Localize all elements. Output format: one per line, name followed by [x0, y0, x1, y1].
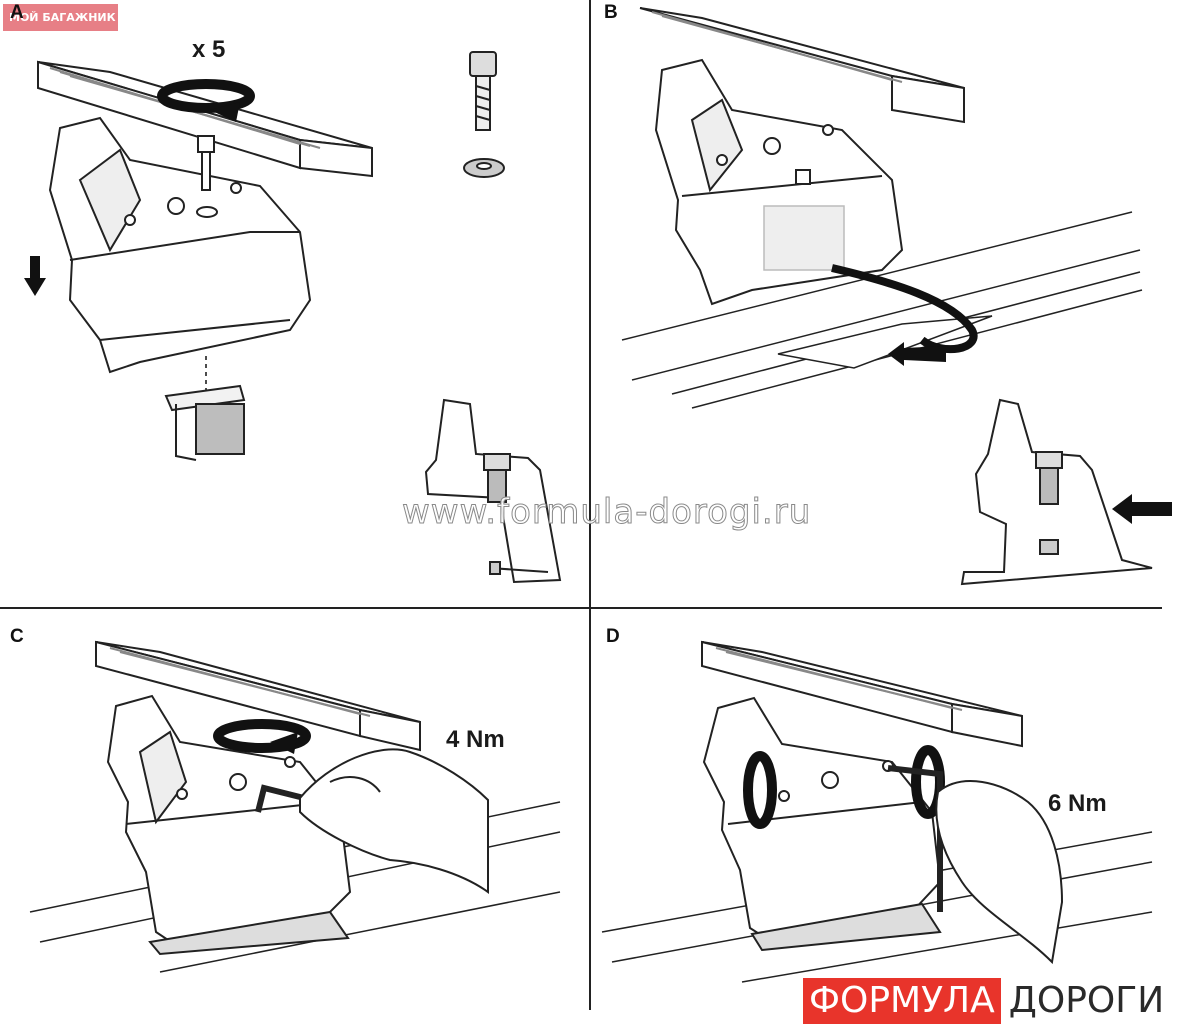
spare-bolt: [469, 51, 497, 131]
panel-c-illustration: [29, 640, 561, 973]
foot-body: [48, 116, 312, 374]
panel-d: D 6 Nm: [592, 612, 1188, 1024]
hand: [299, 748, 489, 894]
roof-bar: [639, 7, 965, 124]
panel-b-letter: B: [604, 2, 618, 23]
hex-key: [887, 765, 943, 912]
horizontal-divider: [0, 607, 1162, 609]
strap: [831, 264, 978, 354]
rotation-arrow-icon: [157, 79, 255, 122]
push-arrow-icon: [1112, 494, 1172, 524]
brand-logo: ФОРМУЛА ДОРОГИ: [803, 978, 1164, 1024]
panel-c-letter: C: [10, 626, 24, 647]
ghost-bracket: [763, 205, 845, 271]
roof-bar: [95, 640, 421, 752]
watermark-url: www.formula-dorogi.ru: [401, 492, 812, 533]
push-arrow-icon: [888, 342, 946, 366]
bolt: [196, 135, 218, 218]
turns-callout: x 5: [192, 36, 226, 63]
hand: [935, 780, 1064, 965]
spare-washer: [463, 158, 505, 178]
panel-a-illustration: [24, 51, 562, 584]
panel-d-letter: D: [606, 626, 620, 647]
foot-body: [702, 696, 942, 952]
panel-c: C 4 Nm: [0, 612, 590, 1024]
brand-part-2: ДОРОГИ: [1008, 980, 1165, 1021]
foot-body: [106, 694, 352, 956]
hex-key: [255, 784, 305, 813]
brand-part-1: ФОРМУЛА: [803, 978, 1001, 1024]
rotation-arrow-icon: [213, 719, 311, 754]
down-arrow-icon: [24, 256, 46, 296]
panel-a-letter: A: [10, 2, 24, 23]
panel-a: A x 5: [0, 0, 590, 610]
torque-callout-c: 4 Nm: [446, 726, 505, 753]
panel-d-illustration: [601, 640, 1153, 983]
detail-cross-section: [424, 398, 562, 584]
vertical-divider: [589, 0, 591, 1010]
detail-cross-section: [960, 398, 1153, 586]
bracket-clip: [164, 384, 246, 461]
torque-callout-d: 6 Nm: [1048, 790, 1107, 817]
site-badge: МОЙ БАГАЖНИК: [3, 4, 118, 31]
roof-bar: [701, 640, 1023, 748]
panel-b-illustration: [621, 7, 1172, 586]
panel-b: B: [592, 0, 1188, 610]
